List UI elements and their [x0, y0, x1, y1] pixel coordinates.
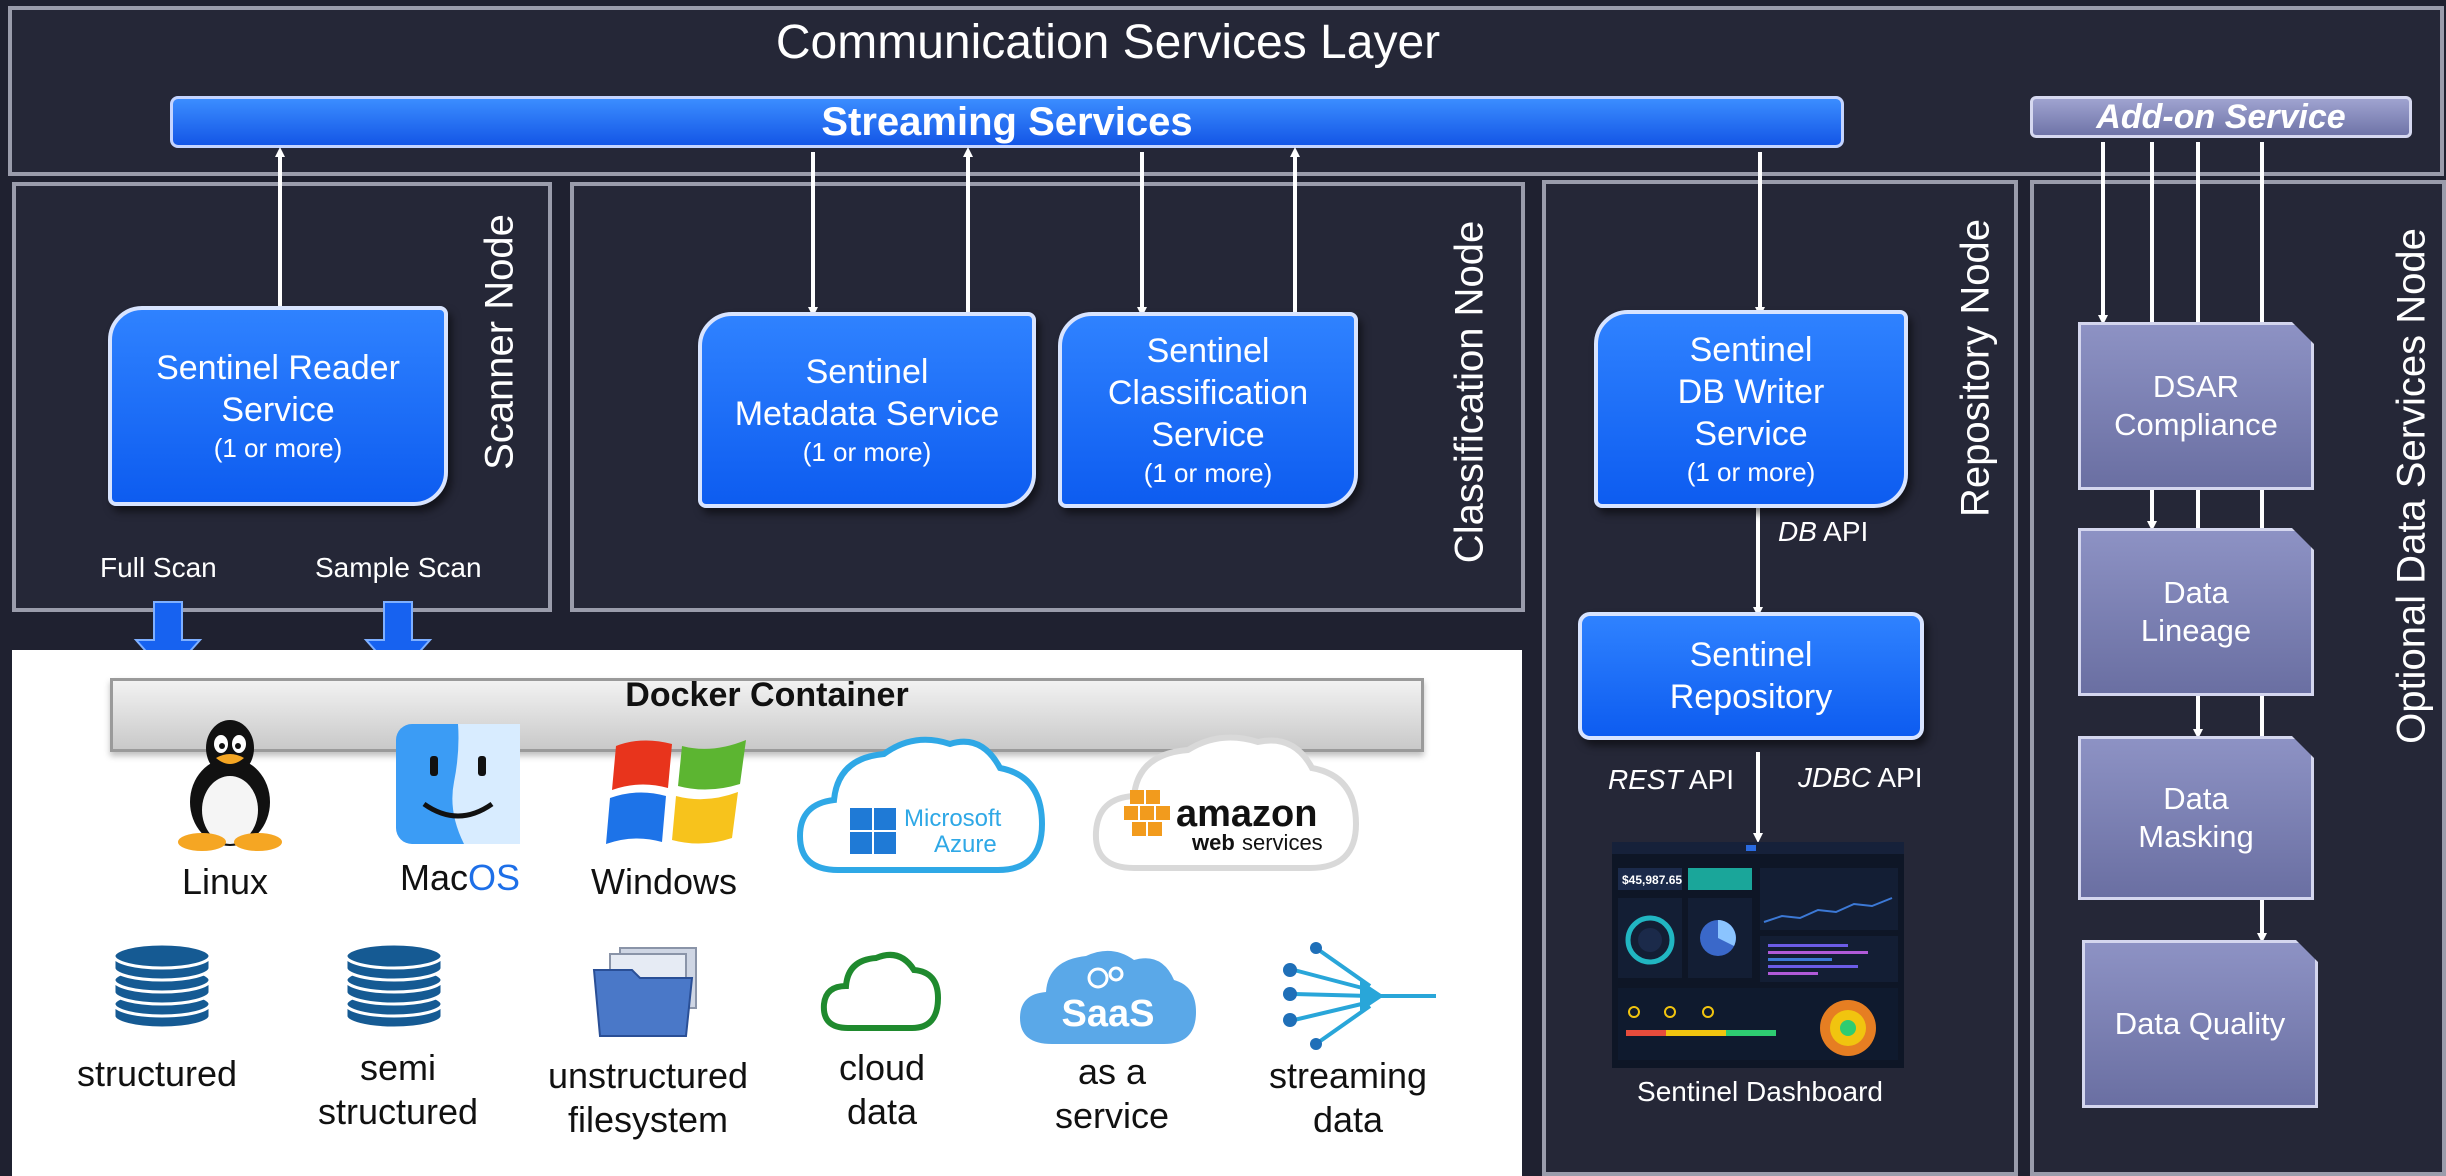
quality-line1: Data Quality — [2114, 1006, 2286, 1041]
addon-service-bar: Add-on Service — [2030, 96, 2412, 138]
sentinel-metadata-service[interactable]: Sentinel Metadata Service (1 or more) — [698, 312, 1036, 508]
classification-line3: Service — [1151, 416, 1265, 454]
folder-icon — [592, 947, 697, 1037]
windows-logo-icon — [606, 740, 746, 844]
rest-api-italic: REST — [1608, 764, 1683, 795]
aws-text-a: amazon — [1176, 793, 1317, 835]
lineage-line2: Lineage — [2140, 613, 2252, 648]
saas-line1: as a — [1077, 1051, 1147, 1092]
db-api-label: DB API — [1778, 516, 1868, 548]
classification-line1: Sentinel — [1146, 332, 1270, 370]
classification-sub: (1 or more) — [1143, 458, 1273, 488]
reader-sub: (1 or more) — [213, 433, 343, 463]
metadata-sub: (1 or more) — [802, 437, 932, 467]
macos-label-a: Mac — [399, 857, 468, 898]
unstructured-line1: unstructured — [547, 1055, 749, 1096]
dsar-line1: DSAR — [2152, 369, 2240, 404]
linux-label: Linux — [181, 861, 269, 902]
apple-finder-icon — [396, 724, 520, 844]
full-scan-label: Full Scan — [100, 552, 217, 583]
sentinel-classification-service[interactable]: Sentinel Classification Service (1 or mo… — [1058, 312, 1358, 508]
sentinel-repository[interactable]: Sentinel Repository — [1578, 612, 1924, 740]
db-api-suffix: API — [1816, 516, 1869, 547]
jdbc-api-italic: JDBC — [1798, 762, 1872, 793]
metadata-line1: Sentinel — [805, 353, 929, 391]
semi-line2: structured — [317, 1091, 479, 1132]
streaming-services-title: Streaming Services — [821, 100, 1193, 144]
streaming-icon — [1283, 942, 1436, 1050]
data-masking-box[interactable]: Data Masking — [2078, 736, 2314, 900]
data-lineage-box[interactable]: Data Lineage — [2078, 528, 2314, 696]
streaming-services-bar: Streaming Services — [170, 96, 1844, 148]
azure-text-b: Azure — [934, 831, 997, 858]
sentinel-reader-service[interactable]: Sentinel Reader Service (1 or more) — [108, 306, 448, 506]
macos-label: MacOS — [400, 856, 520, 900]
streaming-line1: streaming — [1268, 1055, 1428, 1096]
masking-line1: Data — [2163, 781, 2229, 816]
aws-text-b: web — [1191, 830, 1235, 855]
sentinel-db-writer-service[interactable]: Sentinel DB Writer Service (1 or more) — [1594, 310, 1908, 508]
docker-container-title: Docker Container — [625, 676, 909, 714]
dashboard-icon[interactable]: $45,987.65 — [1612, 842, 1904, 1068]
dbwriter-line2: DB Writer — [1677, 373, 1825, 411]
aws-cloud-icon: amazon web services — [1092, 734, 1360, 871]
data-quality-box[interactable]: Data Quality — [2082, 940, 2318, 1108]
structured-label: structured — [77, 1052, 237, 1096]
metadata-line2: Metadata Service — [734, 395, 1000, 433]
cloud-line2: data — [846, 1091, 918, 1132]
unstructured-line2: filesystem — [567, 1099, 729, 1140]
reader-line1: Sentinel Reader — [156, 349, 400, 387]
db-api-italic: DB — [1778, 516, 1817, 547]
rest-api-suffix: API — [1682, 764, 1735, 795]
streaming-line2: data — [1312, 1099, 1384, 1140]
sample-scan-label: Sample Scan — [315, 552, 482, 583]
saas-line2: service — [1054, 1095, 1170, 1136]
addon-service-title: Add-on Service — [2096, 98, 2346, 136]
dashboard-kpi: $45,987.65 — [1622, 873, 1682, 887]
repository-line2: Repository — [1669, 678, 1833, 716]
dashboard-caption: Sentinel Dashboard — [1637, 1076, 1883, 1107]
repository-line1: Sentinel — [1689, 636, 1813, 674]
database-icon — [112, 942, 212, 1030]
dbwriter-line1: Sentinel — [1689, 331, 1813, 369]
linux-tux-icon — [178, 720, 282, 851]
cloud-line1: cloud — [838, 1047, 926, 1088]
jdbc-api-suffix: API — [1871, 762, 1923, 793]
scan-arrows — [133, 601, 433, 678]
structured-line1: structured — [76, 1053, 238, 1094]
dsar-compliance-box[interactable]: DSAR Compliance — [2078, 322, 2314, 490]
database-icon — [344, 942, 444, 1030]
windows-label: Windows — [590, 861, 738, 902]
masking-line2: Masking — [2138, 819, 2254, 854]
azure-text-a: Microsoft — [904, 805, 1002, 832]
communication-layer-title: Communication Services Layer — [775, 16, 1441, 69]
azure-cloud-icon: Microsoft Azure — [796, 736, 1046, 873]
lineage-line1: Data — [2163, 575, 2229, 610]
saas-cloud-icon: SaaS — [1020, 950, 1196, 1044]
classification-line2: Classification — [1107, 374, 1309, 412]
cloud-outline-icon — [820, 952, 942, 1031]
saas-icon-text: SaaS — [1062, 993, 1155, 1035]
reader-line2: Service — [221, 391, 335, 429]
semi-line1: semi — [359, 1047, 437, 1088]
jdbc-api-label: JDBC API — [1798, 762, 1923, 794]
dsar-line2: Compliance — [2114, 407, 2278, 442]
dbwriter-sub: (1 or more) — [1686, 457, 1816, 487]
dbwriter-line3: Service — [1694, 415, 1808, 453]
macos-label-b: OS — [468, 857, 521, 898]
rest-api-label: REST API — [1608, 764, 1734, 796]
aws-text-c: services — [1242, 830, 1323, 855]
